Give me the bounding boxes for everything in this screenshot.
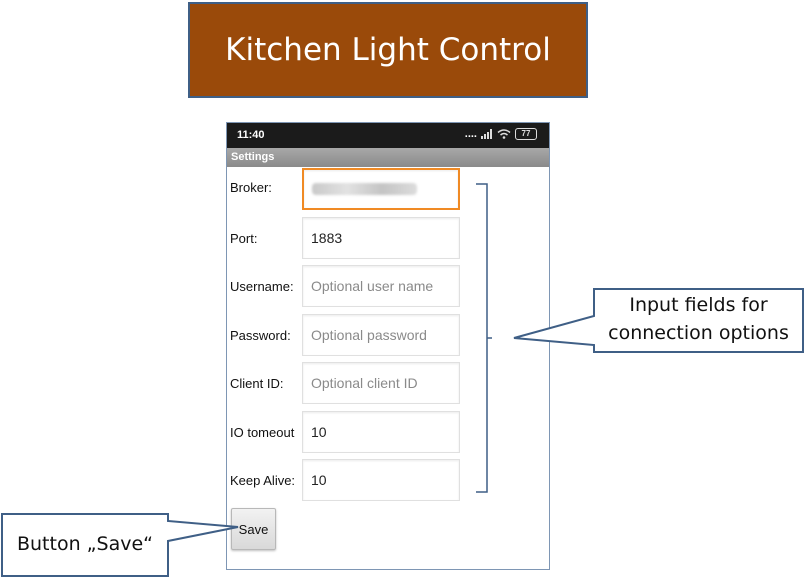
input-fields-callout-box [513,288,804,353]
username-input[interactable]: Optional user name [302,265,460,307]
io-timeout-label: IO tomeout [230,425,295,440]
page-title-banner: Kitchen Light Control [188,2,588,98]
input-fields-callout: Input fields for connection options [596,291,801,347]
save-button-callout-text: Button „Save“ [16,533,153,555]
signal-dots: .... [464,128,477,140]
field-client-id: Client ID: Optional client ID [227,362,549,406]
password-input[interactable]: Optional password [302,314,460,356]
signal-bars-icon [481,129,492,139]
phone-screenshot: 11:40 .... 77 Settings Broker: Port: [226,122,550,570]
screen-title: Settings [231,151,275,163]
field-password: Password: Optional password [227,314,549,358]
page-title: Kitchen Light Control [225,32,551,68]
save-button-callout-box [1,513,239,577]
input-fields-bracket [476,183,492,493]
broker-input[interactable] [302,168,460,210]
save-button-callout: Button „Save“ [4,530,166,558]
screen-titlebar: Settings [227,148,549,167]
keep-alive-label: Keep Alive: [230,473,296,488]
client-id-input[interactable]: Optional client ID [302,362,460,404]
wifi-icon [497,129,511,139]
io-timeout-input[interactable]: 10 [302,411,460,453]
status-bar: 11:40 .... 77 [227,123,549,148]
input-fields-callout-line2: connection options [608,322,789,344]
input-fields-callout-line1: Input fields for [629,294,768,316]
password-label: Password: [230,328,291,343]
field-username: Username: Optional user name [227,265,549,309]
field-broker: Broker: [227,168,549,212]
client-id-label: Client ID: [230,376,284,391]
username-label: Username: [230,279,294,294]
battery-icon: 77 [515,128,537,140]
keep-alive-input[interactable]: 10 [302,459,460,501]
field-port: Port: 1883 [227,217,549,261]
status-icons: .... 77 [465,128,537,140]
save-button[interactable]: Save [231,508,276,550]
port-label: Port: [230,231,258,246]
field-keep-alive: Keep Alive: 10 [227,459,549,503]
broker-label: Broker: [230,180,272,195]
redacted-value [312,183,417,195]
status-time: 11:40 [237,129,265,141]
field-io-timeout: IO tomeout 10 [227,411,549,455]
port-input[interactable]: 1883 [302,217,460,259]
